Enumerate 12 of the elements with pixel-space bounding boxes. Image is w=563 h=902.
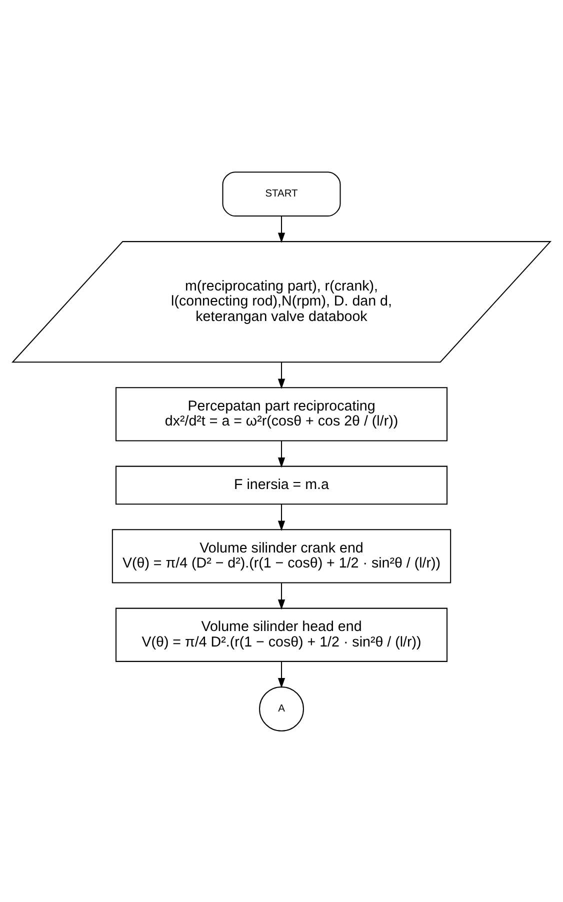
node-box: Volume silinder crank end V(θ) = π/4 (D² − d²).(r(1 − cosθ) + 1/2 · sin²θ / (l/r)): [112, 528, 452, 583]
arrow: [278, 582, 286, 610]
node-box: Volume silinder head end V(θ) = π/4 D².(r(1 − cosθ) + 1/2 · sin²θ / (l/r)): [116, 607, 448, 662]
node-box: F inersia = m.a: [116, 465, 448, 504]
arrow: [278, 504, 286, 530]
node-circle: A: [259, 686, 304, 731]
node-box: START: [222, 171, 341, 216]
arrow: [278, 440, 286, 468]
arrow: [278, 661, 286, 688]
arrow: [278, 216, 286, 242]
arrow: [278, 362, 286, 389]
node-box: Percepatan part reciprocating dx²/d²t = a = ω²r(cosθ + cos 2θ / (l/r)): [116, 386, 448, 441]
